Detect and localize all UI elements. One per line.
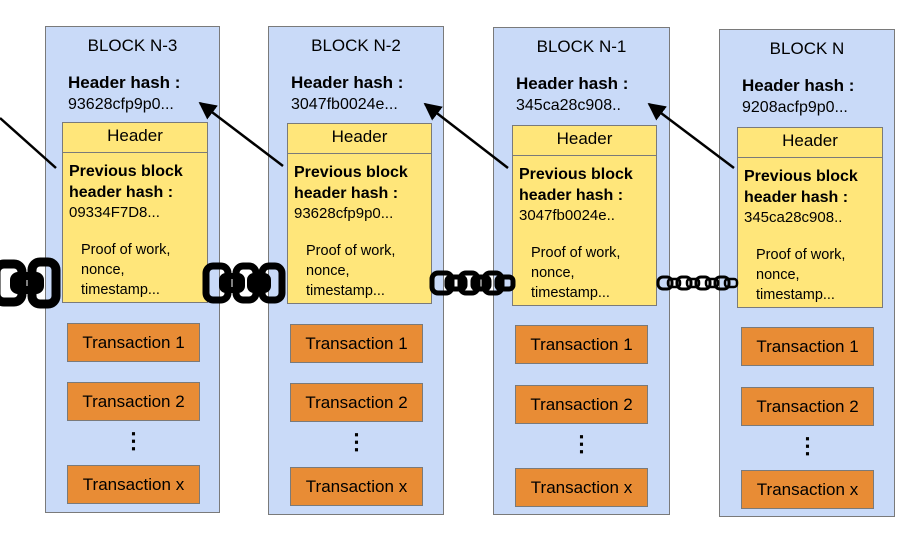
previous-block-hash-label: Previous block header hash : bbox=[294, 164, 408, 202]
previous-block-hash-value: 93628cfp9p0... bbox=[294, 205, 394, 222]
block-n-1: BLOCK N-1 Header hash : 345ca28c908.. He… bbox=[493, 27, 670, 515]
transaction-1: Transaction 1 bbox=[290, 324, 423, 363]
transaction-1: Transaction 1 bbox=[741, 327, 874, 366]
header-title: Header bbox=[782, 131, 838, 150]
transaction-x: Transaction x bbox=[290, 467, 423, 506]
header-hash-label: Header hash : bbox=[516, 74, 629, 93]
header-hash-value: 3047fb0024e... bbox=[291, 96, 398, 113]
transaction-2: Transaction 2 bbox=[67, 382, 200, 421]
previous-block-hash-value: 09334F7D8... bbox=[69, 204, 160, 221]
transaction-x: Transaction x bbox=[67, 465, 200, 504]
header-hash-value: 9208acfp9p0... bbox=[742, 99, 848, 116]
header-divider bbox=[63, 152, 207, 153]
transaction-2: Transaction 2 bbox=[741, 387, 874, 426]
transaction-2: Transaction 2 bbox=[290, 383, 423, 422]
header-hash-label: Header hash : bbox=[742, 76, 855, 95]
proof-of-work-text: Proof of work, nonce, timestamp... bbox=[756, 247, 846, 303]
header-hash-label: Header hash : bbox=[68, 73, 181, 92]
block-title: BLOCK N-3 bbox=[87, 36, 178, 55]
header-box: Header Previous block header hash : 345c… bbox=[737, 127, 883, 308]
header-title: Header bbox=[556, 129, 613, 148]
proof-of-work-text: Proof of work, nonce, timestamp... bbox=[531, 245, 621, 301]
transaction-2: Transaction 2 bbox=[515, 385, 648, 424]
header-box: Header Previous block header hash : 3047… bbox=[512, 125, 657, 306]
previous-block-hash-value: 3047fb0024e.. bbox=[519, 207, 615, 224]
header-title: Header bbox=[107, 126, 163, 145]
transaction-1: Transaction 1 bbox=[515, 325, 648, 364]
block-title: BLOCK N-2 bbox=[311, 36, 401, 55]
header-divider bbox=[288, 153, 431, 154]
proof-of-work-text: Proof of work, nonce, timestamp... bbox=[306, 243, 396, 299]
proof-of-work-text: Proof of work, nonce, timestamp... bbox=[81, 242, 171, 298]
previous-block-hash-label: Previous block header hash : bbox=[519, 166, 633, 204]
header-title: Header bbox=[331, 127, 388, 146]
header-hash-value: 345ca28c908.. bbox=[516, 97, 621, 114]
block-title: BLOCK N bbox=[769, 39, 845, 58]
header-box: Header Previous block header hash : 0933… bbox=[62, 122, 208, 303]
previous-block-hash-value: 345ca28c908.. bbox=[744, 209, 843, 226]
ellipsis: ⋮ bbox=[570, 431, 593, 456]
transaction-x: Transaction x bbox=[741, 470, 874, 509]
block-n-3: BLOCK N-3 Header hash : 93628cfp9p0... H… bbox=[45, 26, 220, 513]
ellipsis: ⋮ bbox=[345, 429, 368, 454]
ellipsis: ⋮ bbox=[796, 433, 819, 458]
block-n: BLOCK N Header hash : 9208acfp9p0... Hea… bbox=[719, 29, 895, 517]
header-divider bbox=[738, 157, 882, 158]
header-hash-value: 93628cfp9p0... bbox=[68, 96, 174, 113]
header-box: Header Previous block header hash : 9362… bbox=[287, 123, 432, 304]
header-divider bbox=[513, 155, 656, 156]
previous-block-hash-label: Previous block header hash : bbox=[69, 163, 183, 201]
ellipsis: ⋮ bbox=[122, 428, 145, 453]
block-n-2: BLOCK N-2 Header hash : 3047fb0024e... H… bbox=[268, 26, 444, 515]
header-hash-label: Header hash : bbox=[291, 73, 404, 92]
previous-block-hash-label: Previous block header hash : bbox=[744, 168, 858, 206]
transaction-1: Transaction 1 bbox=[67, 323, 200, 362]
block-title: BLOCK N-1 bbox=[536, 37, 627, 56]
transaction-x: Transaction x bbox=[515, 468, 648, 507]
